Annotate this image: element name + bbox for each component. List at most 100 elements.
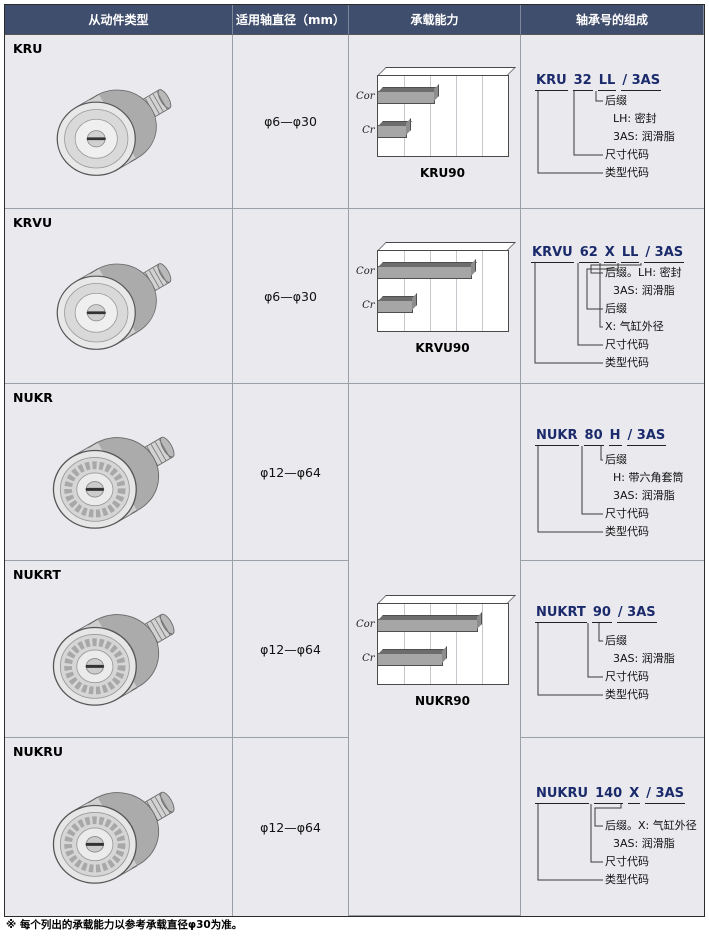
cam-follower-drawing [23,765,215,903]
header-follower-type: 从动件类型 [5,5,233,35]
cam-follower-illustration [5,400,232,558]
pn-segment: LL [597,73,617,91]
bearing-table: 从动件类型 适用轴直径（mm） 承载能力 轴承号的组成 KRU φ6—φ30 [4,4,705,917]
type-cell-nukr: NUKR [5,384,233,561]
gridline [429,250,431,331]
pn-label: 后缀 [605,634,627,647]
pn-segment: 80 [583,428,604,446]
pn-segment: KRU [535,73,568,91]
cor-bar [377,91,435,104]
type-cell-kru: KRU [5,35,233,209]
gridline [403,76,405,156]
cor-bar [377,265,473,279]
connector-lines [537,623,603,696]
pn-segment: NUKR [535,428,579,446]
shaft-diameter-cell: φ6—φ30 [233,209,349,384]
pn-label: H: 带六角套筒 [613,471,684,484]
header-shaft-diameter: 适用轴直径（mm） [233,5,349,35]
cam-follower-illustration [5,577,232,735]
pn-segment: / 3AS [616,605,657,623]
bearing-type-name: KRVU [13,215,53,230]
shaft-diameter-value: φ6—φ30 [264,288,317,304]
cr-axis-label: Cr [362,653,375,664]
pn-label: 3AS: 润滑脂 [613,837,675,850]
shaft-diameter-cell: φ6—φ30 [233,35,349,209]
pn-label: 3AS: 润滑脂 [613,489,675,502]
chart-title: KRU90 [420,166,465,180]
header-label: 承载能力 [410,13,459,27]
pn-segment: LL [620,245,640,263]
gridline [403,250,405,331]
pn-segment: X [628,786,641,804]
shaft-diameter-value: φ12—φ64 [260,819,321,835]
connector-lines [537,91,603,174]
chart-plot-area: Cor Cr [356,595,516,685]
pn-label: 类型代码 [605,525,649,538]
chart-title: KRVU90 [415,340,470,355]
bearing-type-name: NUKRT [13,567,61,582]
cr-axis-label: Cr [362,125,375,136]
pn-label: 类型代码 [605,688,649,701]
cam-follower-illustration [5,754,232,914]
pn-label: 后缀。X: 气缸外径 [605,819,697,832]
pn-label: 尺寸代码 [605,670,649,683]
pn-label: 类型代码 [605,356,649,369]
chart-3d-top [377,241,516,250]
load-chart-cell: Cor Cr KRVU90 [349,209,521,384]
load-capacity-chart: Cor Cr KRU90 [356,63,516,180]
bearing-type-name: KRU [13,41,43,56]
gridline [481,604,483,684]
header-load-capacity: 承载能力 [349,5,521,35]
chart-title: NUKR90 [414,694,471,708]
chart-3d-top [377,595,516,603]
pn-label: 尺寸代码 [605,148,649,161]
pn-segment: 90 [591,605,612,623]
pn-segment: / 3AS [621,73,662,91]
connector-lines [534,263,642,364]
pn-label: X: 气缸外径 [605,320,664,333]
pn-label: 类型代码 [605,873,649,886]
cam-follower-illustration [5,51,232,206]
gridline [429,76,431,156]
type-cell-nukru: NUKRU [5,738,233,916]
cam-follower-drawing [23,587,215,725]
pn-segment: / 3AS [645,786,685,804]
type-cell-krvu: KRVU [5,209,233,384]
shaft-diameter-value: φ6—φ30 [264,114,317,129]
pn-label: 尺寸代码 [605,855,649,868]
footnote: ※ 每个列出的承载能力以参考承载直径φ30为准。 [6,919,243,931]
pn-segment: 140 [594,786,624,804]
chart-3d-top [377,67,516,75]
pn-label: 尺寸代码 [605,507,649,520]
cr-bar [377,653,443,666]
cr-bar [377,125,408,138]
pn-segment: H [608,428,622,446]
pn-label: 后缀 [605,94,627,107]
gridline [455,76,457,156]
header-bearing-number: 轴承号的组成 [521,5,704,35]
pn-segment: / 3AS [626,428,667,446]
load-chart-cell: Cor Cr KRU90 [349,35,521,209]
bearing-type-name: NUKR [13,390,53,405]
header-label: 从动件类型 [88,13,149,27]
type-cell-nukrt: NUKRT [5,561,233,738]
load-chart-cell-merged: Cor Cr NUKR90 [349,384,521,916]
cor-axis-label: Cor [356,265,375,277]
cam-follower-drawing [29,238,209,368]
gridline [455,604,457,684]
connector-lines [537,804,622,881]
pn-label: 后缀 [605,302,627,315]
pn-label: 3AS: 润滑脂 [613,284,675,297]
shaft-diameter-cell: φ12—φ64 [233,738,349,916]
gridline [429,604,431,684]
header-label: 轴承号的组成 [575,13,648,27]
cam-follower-drawing [23,410,215,548]
